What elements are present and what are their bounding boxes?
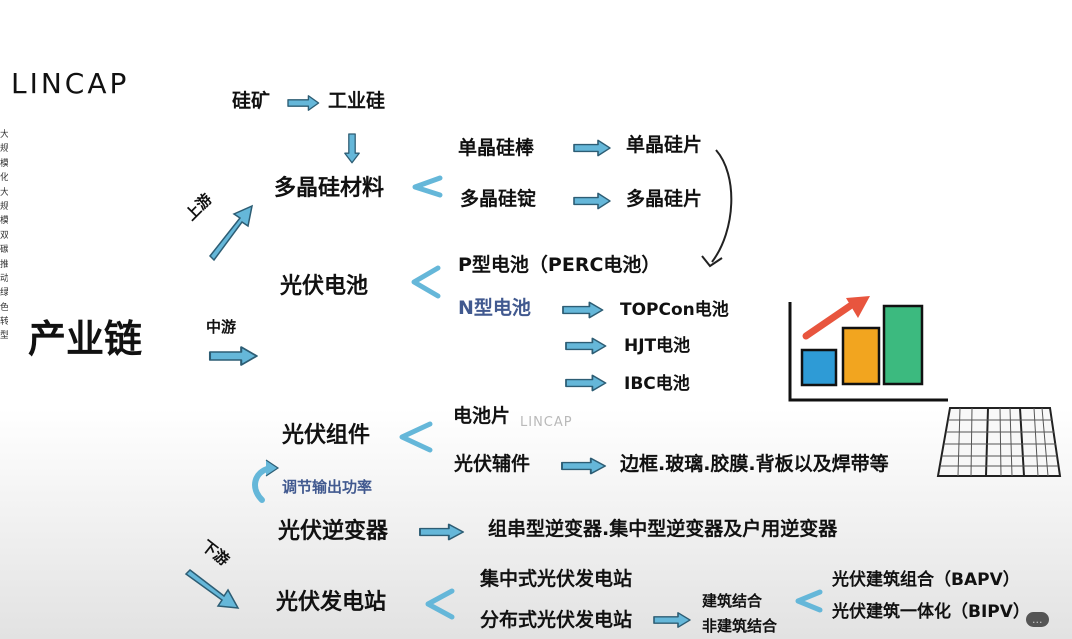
node-topcon: TOPCon电池 [620, 300, 729, 320]
node-inverter-types: 组串型逆变器.集中型逆变器及户用逆变器 [488, 518, 838, 540]
node-bipv: 光伏建筑一体化（BIPV） [832, 602, 1030, 622]
fork-station [425, 588, 455, 620]
node-distributed-station: 分布式光伏发电站 [480, 609, 633, 631]
curve-arrowhead [701, 255, 723, 268]
arrow-upstream [208, 204, 254, 262]
arrow-n-topcon [562, 301, 604, 319]
node-silicon-ore: 硅矿 [232, 90, 271, 112]
node-n-type-cell: N型电池 [458, 297, 531, 319]
node-mono-rod: 单晶硅棒 [458, 137, 535, 159]
bar-chart-growth-icon [788, 296, 948, 402]
node-ibc: IBC电池 [624, 374, 690, 394]
node-industrial-silicon: 工业硅 [328, 90, 386, 112]
fork-module [399, 421, 433, 453]
arrow-downstream [184, 569, 240, 609]
arrow-midstream [208, 345, 258, 367]
node-poly-wafer: 多晶硅片 [626, 188, 703, 210]
node-centralized-station: 集中式光伏发电站 [480, 568, 633, 590]
fork-poly [412, 175, 443, 198]
root-label-industry-chain: 产业链 [28, 317, 143, 361]
note-adjust-output-power: 调节输出功率 [282, 478, 373, 496]
arrow-n-hjt [565, 337, 607, 355]
node-building-combined: 建筑结合 [702, 592, 763, 610]
watermark: LINCAP [520, 415, 573, 430]
left-edge-text: 大规模化，大规模，双碳推动，绿色转型， [0, 130, 8, 342]
node-pv-cell: 光伏电池 [280, 274, 369, 299]
node-non-building: 非建筑结合 [702, 617, 778, 635]
arrow-rod-to-wafer [573, 139, 611, 157]
node-poly-ingot: 多晶硅锭 [460, 188, 537, 210]
node-pv-module: 光伏组件 [282, 423, 371, 448]
node-cell-piece: 电池片 [453, 405, 511, 427]
arrow-n-ibc [565, 374, 607, 392]
node-accessory-detail: 边框.玻璃.胶膜.背板以及焊带等 [620, 453, 889, 475]
node-mono-wafer: 单晶硅片 [626, 134, 703, 156]
arrow-ingot-to-wafer [573, 192, 611, 210]
node-bapv: 光伏建筑组合（BAPV） [832, 570, 1020, 590]
node-pv-inverter: 光伏逆变器 [278, 519, 389, 544]
brand-logo: LINCAP [11, 67, 130, 100]
fork-building [795, 589, 823, 613]
arrow-inverter-types [419, 523, 465, 541]
curve-power-note-head [265, 459, 280, 477]
node-pv-accessory: 光伏辅件 [454, 453, 531, 475]
arrow-ore-to-silicon [287, 95, 320, 111]
arrow-distributed-to-building [653, 611, 691, 629]
node-hjt: HJT电池 [624, 336, 691, 356]
arrow-silicon-to-poly [344, 133, 360, 164]
arrow-accessory-detail [561, 457, 607, 475]
node-polysilicon: 多晶硅材料 [274, 176, 385, 201]
curve-wafer-to-cell [711, 149, 733, 263]
node-p-type-cell: P型电池（PERC电池） [458, 254, 661, 276]
stage-midstream: 中游 [206, 318, 237, 336]
node-pv-station: 光伏发电站 [276, 590, 387, 615]
solar-panel-icon [936, 407, 1062, 477]
fork-cell [411, 265, 441, 299]
corner-tag: ... [1026, 612, 1049, 627]
